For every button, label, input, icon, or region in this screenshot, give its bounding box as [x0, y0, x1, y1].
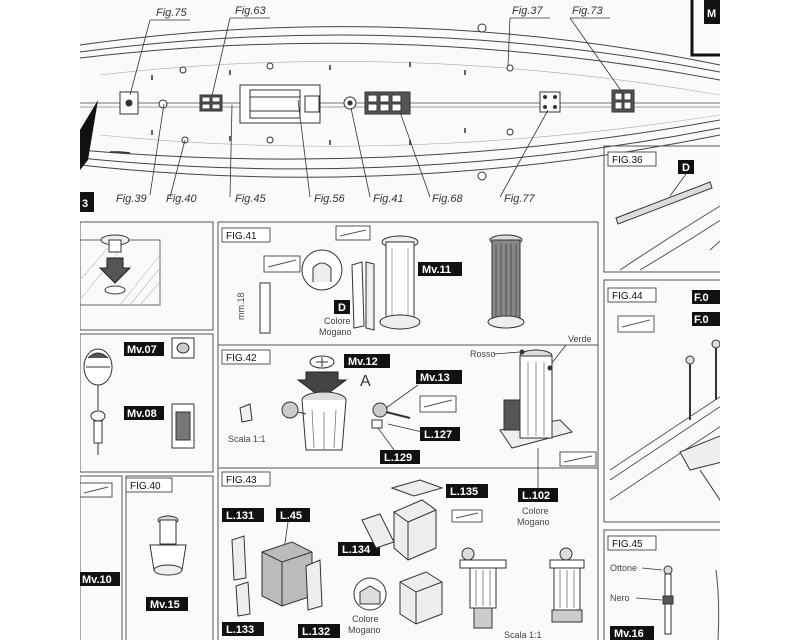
callout-fig41: Fig.41 [373, 193, 404, 205]
fig43-scale: Scala 1:1 [504, 630, 542, 640]
part-text-mv13: Mv.13 [420, 372, 450, 384]
fig41-title: FIG.41 [226, 231, 257, 242]
panel-fig41: FIG.41 D Colore Mogano mm.18 [221, 225, 525, 337]
fig36-title: FIG.36 [612, 155, 643, 166]
callout-fig77: Fig.77 [504, 193, 535, 205]
part-text-mv15: Mv.15 [150, 599, 180, 611]
part-text-mv07: Mv.07 [127, 344, 157, 356]
part-text-f0-a: F.0 [694, 292, 709, 304]
fig43-wood-note-2: Mogano [348, 625, 381, 635]
fig41-wood-note-1: Colore [324, 316, 351, 326]
fig42-letter: A [360, 373, 371, 390]
callout-fig68: Fig.68 [432, 193, 463, 205]
fig45-title: FIG.45 [612, 539, 643, 550]
panel-fig40: FIG.40 Mv.15 [80, 477, 188, 611]
fig42-wood-note-1: Colore [522, 506, 549, 516]
panel-fig43: FIG.43 L.131 L.45 L.133 L.132 L.13 [221, 471, 585, 640]
part-text-mv12: Mv.12 [348, 356, 378, 368]
fig42-scale: Scala 1:1 [228, 434, 266, 444]
assembly-diagram-sheet: Fig.75 Fig.63 Fig.37 Fig.73 Fig.39 Fig.4… [80, 0, 720, 640]
fig42-color-verde: Verde [568, 334, 592, 344]
part-text-mv10: Mv.10 [82, 574, 112, 586]
part-text-l129: L.129 [384, 452, 412, 464]
panel-borders [80, 145, 720, 640]
part-text-mv16: Mv.16 [614, 628, 644, 640]
fig41-wood-note-2: Mogano [319, 327, 352, 337]
fig41-letter: D [338, 302, 346, 314]
fig42-color-rosso: Rosso [470, 349, 496, 359]
callout-fig56: Fig.56 [314, 193, 345, 205]
panel-left-mid: Mv.07 Mv.08 [83, 337, 195, 455]
part-label-mv07 [124, 342, 164, 356]
part-text-l133: L.133 [226, 624, 254, 636]
deck-plan [80, 26, 720, 178]
assembly-diagram: Fig.75 Fig.63 Fig.37 Fig.73 Fig.39 Fig.4… [80, 0, 720, 640]
left-edge-tab [80, 192, 94, 212]
part-text-l132: L.132 [302, 626, 330, 638]
callout-fig73: Fig.73 [572, 5, 603, 17]
callout-fig63: Fig.63 [235, 5, 266, 17]
part-text-l131: L.131 [226, 510, 254, 522]
part-text-l127: L.127 [424, 429, 452, 441]
callout-fig39: Fig.39 [116, 193, 147, 205]
part-text-mv08: Mv.08 [127, 408, 157, 420]
bow-marker [80, 100, 98, 170]
fig42-title: FIG.42 [226, 353, 257, 364]
fig41-dimension: mm.18 [236, 292, 246, 320]
panel-left-bottom: Mv.10 [80, 572, 120, 586]
panel-fig36: FIG.36 D [607, 151, 720, 271]
part-text-mv11: Mv.11 [422, 264, 451, 276]
part-text-l134: L.134 [342, 544, 371, 556]
left-edge-number: 3 [82, 198, 88, 210]
fig42-wood-note-2: Mogano [517, 517, 550, 527]
part-label-mv08 [124, 406, 164, 420]
top-right-frame: M [690, 0, 720, 57]
top-right-letter: M [707, 8, 716, 20]
fig40-title: FIG.40 [130, 481, 161, 492]
fig43-title: FIG.43 [226, 475, 257, 486]
fig44-title: FIG.44 [612, 291, 643, 302]
panel-fig44: FIG.44 F.0 F.0 [607, 287, 720, 501]
fig45-color-nero: Nero [610, 593, 630, 603]
panel-fig45: FIG.45 Ottone Nero Mv.16 [607, 535, 720, 640]
panel-fig42: FIG.42 Scala 1:1 A Mv.12 [221, 334, 597, 527]
part-text-f0-b: F.0 [694, 314, 709, 326]
callout-fig37: Fig.37 [512, 5, 543, 17]
panel-top-left [80, 234, 161, 306]
callout-leaders [129, 17, 623, 198]
callout-fig40: Fig.40 [166, 193, 197, 205]
part-text-l135: L.135 [450, 486, 478, 498]
callout-fig75: Fig.75 [156, 7, 187, 19]
fig45-color-ottone: Ottone [610, 563, 637, 573]
fig43-wood-note-1: Colore [352, 614, 379, 624]
part-text-l45: L.45 [280, 510, 302, 522]
part-text-l102: L.102 [522, 490, 550, 502]
fig36-letter: D [682, 162, 690, 174]
deck-fittings [119, 23, 635, 181]
callout-fig45: Fig.45 [235, 193, 266, 205]
